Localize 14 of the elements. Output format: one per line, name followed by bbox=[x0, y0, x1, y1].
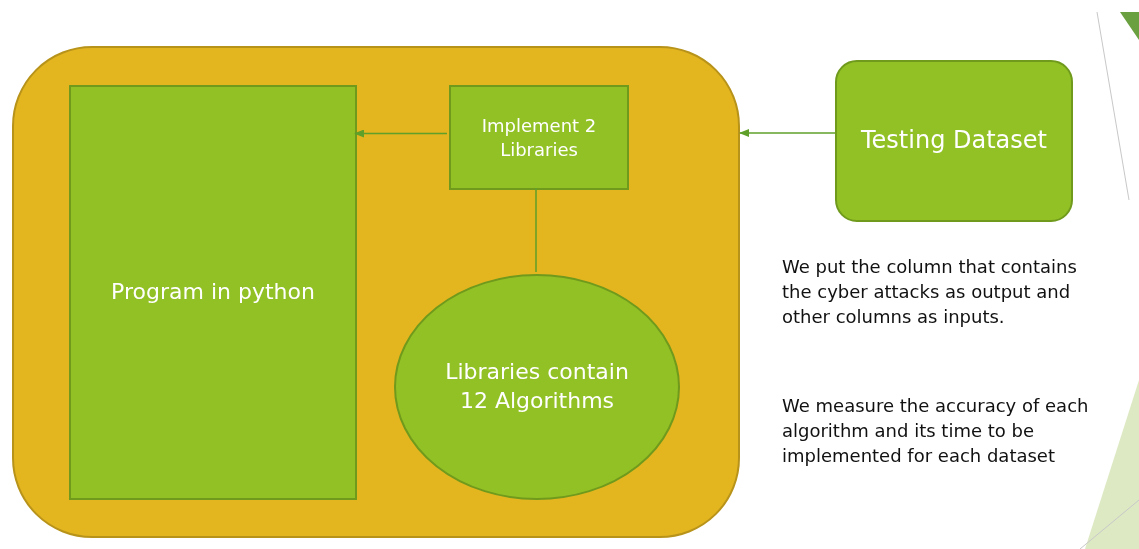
ellipse-node bbox=[394, 274, 680, 500]
note-text: We measure the accuracy of each algorithm and its time to be implemented for each dataset bbox=[782, 394, 1090, 468]
node-label: Implement 2 Libraries bbox=[480, 114, 598, 161]
arrow bbox=[739, 129, 836, 137]
process-box bbox=[449, 85, 629, 190]
node-label: Testing Dataset bbox=[860, 125, 1048, 157]
note-text: We put the column that contains the cyber attacks as output and other columns as inputs. bbox=[782, 255, 1078, 329]
process-box bbox=[69, 85, 357, 500]
container-box bbox=[12, 46, 740, 538]
node-label: Libraries contain 12 Algorithms bbox=[444, 358, 630, 415]
connector-line bbox=[535, 187, 537, 273]
process-box bbox=[835, 60, 1073, 222]
arrow bbox=[354, 129, 448, 138]
node-label: Program in python bbox=[110, 278, 316, 307]
